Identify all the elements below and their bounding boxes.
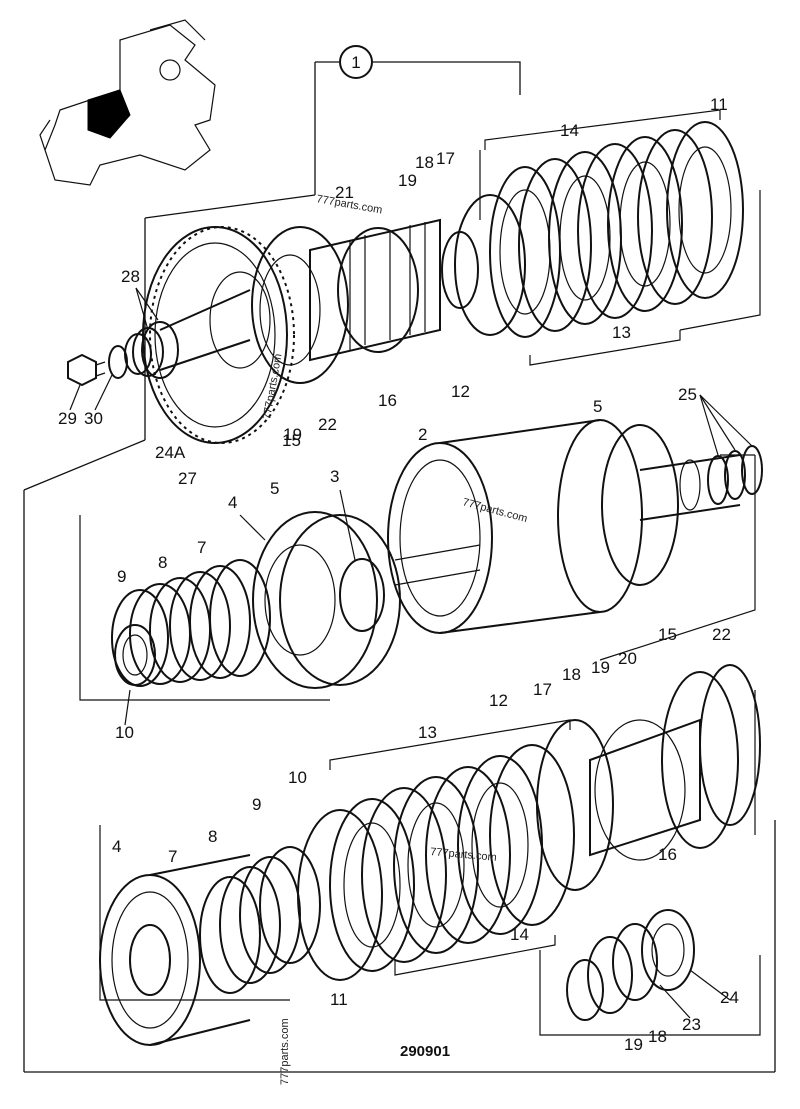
part-label-11: 11 bbox=[710, 95, 728, 114]
part-label-5b: 5 bbox=[270, 479, 279, 498]
part-label-4: 4 bbox=[228, 493, 237, 512]
part-label-3: 3 bbox=[330, 467, 339, 486]
part-label-17: 17 bbox=[436, 149, 455, 168]
part-label-19: 19 bbox=[398, 171, 417, 190]
part-label-19c: 19 bbox=[591, 658, 610, 677]
part-label-8: 8 bbox=[158, 553, 167, 572]
part-label-30: 30 bbox=[84, 409, 103, 428]
part-label-14: 14 bbox=[560, 121, 579, 140]
middle-drum-assembly bbox=[111, 419, 763, 689]
part-label-9b: 9 bbox=[252, 795, 261, 814]
part-label-8b: 8 bbox=[208, 827, 217, 846]
part-labels: 11 14 18 17 19 21 28 13 12 16 29 30 19 2… bbox=[58, 95, 739, 1054]
part-label-15: 15 bbox=[282, 431, 301, 450]
part-label-23: 23 bbox=[682, 1015, 701, 1034]
upper-clutch-assembly bbox=[67, 109, 744, 444]
part-label-24: 24 bbox=[720, 988, 739, 1007]
leader-lines bbox=[69, 287, 753, 1019]
part-label-22: 22 bbox=[318, 415, 337, 434]
part-label-19b: 19 bbox=[283, 425, 302, 444]
part-label-9: 9 bbox=[117, 567, 126, 586]
part-label-13b: 13 bbox=[418, 723, 437, 742]
part-label-18c: 18 bbox=[648, 1027, 667, 1046]
watermark-5: 777parts.com bbox=[279, 1018, 291, 1085]
part-label-25: 25 bbox=[678, 385, 697, 404]
part-label-18: 18 bbox=[415, 153, 434, 172]
part-label-16: 16 bbox=[378, 391, 397, 410]
part-label-18b: 18 bbox=[562, 665, 581, 684]
part-label-10b: 10 bbox=[288, 768, 307, 787]
part-label-4b: 4 bbox=[112, 837, 121, 856]
part-label-12: 12 bbox=[451, 382, 470, 401]
part-label-7: 7 bbox=[197, 538, 206, 557]
part-label-29: 29 bbox=[58, 409, 77, 428]
part-label-2: 2 bbox=[418, 425, 427, 444]
part-label-17b: 17 bbox=[533, 680, 552, 699]
part-label-11b: 11 bbox=[330, 990, 348, 1009]
part-label-24a: 24A bbox=[155, 443, 186, 462]
part-label-14b: 14 bbox=[510, 925, 529, 944]
part-label-12b: 12 bbox=[489, 691, 508, 710]
part-label-16b: 16 bbox=[658, 845, 677, 864]
watermark-4: 777parts.com bbox=[430, 846, 497, 864]
part-label-15b: 15 bbox=[658, 625, 677, 644]
part-label-7b: 7 bbox=[168, 847, 177, 866]
transmission-locator-sketch bbox=[39, 19, 216, 186]
part-label-19d: 19 bbox=[624, 1035, 643, 1054]
part-label-21: 21 bbox=[335, 183, 354, 202]
part-label-22b: 22 bbox=[712, 625, 731, 644]
view-callout: 1 bbox=[339, 45, 373, 79]
part-label-27: 27 bbox=[178, 469, 197, 488]
part-label-5: 5 bbox=[593, 397, 602, 416]
lower-clutch-assembly bbox=[99, 664, 761, 1046]
part-label-20: 20 bbox=[618, 649, 637, 668]
watermark-3: 777parts.com bbox=[461, 496, 528, 525]
watermarks: 777parts.com 777parts.com 777parts.com 7… bbox=[261, 193, 529, 1085]
part-label-28: 28 bbox=[121, 267, 140, 286]
part-label-13: 13 bbox=[612, 323, 631, 342]
reference-number: 290901 bbox=[400, 1043, 450, 1060]
diagram-frame bbox=[23, 61, 776, 1073]
part-label-10: 10 bbox=[115, 723, 134, 742]
view-callout-label: 1 bbox=[351, 53, 360, 72]
